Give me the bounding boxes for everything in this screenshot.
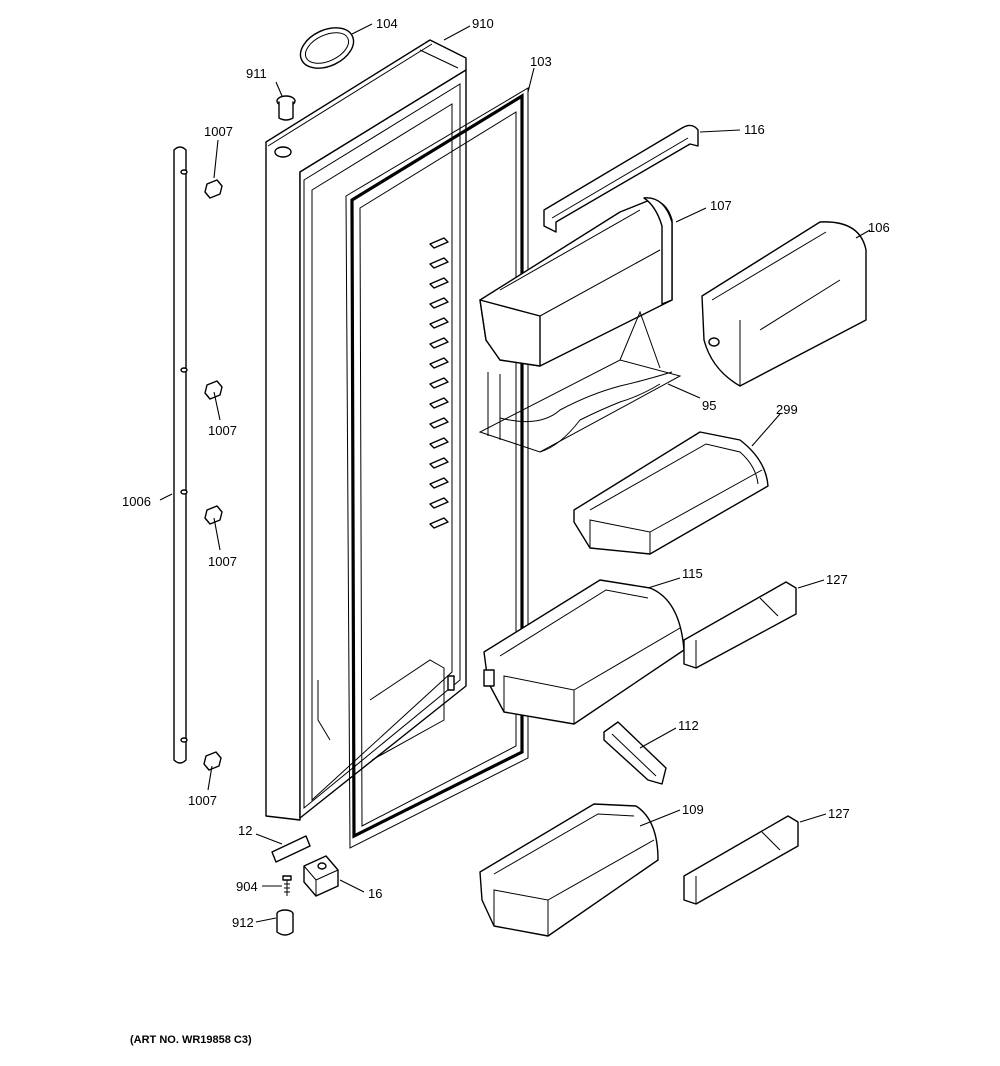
- part-116-rail: [543, 124, 699, 233]
- callout-107: 107: [710, 198, 732, 213]
- door-liner-ribs: [317, 237, 455, 761]
- callout-127-lower: 127: [828, 806, 850, 821]
- callout-115: 115: [682, 566, 703, 581]
- callout-106: 106: [868, 220, 890, 235]
- callout-95: 95: [702, 398, 716, 413]
- callout-1007-top: 1007: [204, 124, 233, 139]
- part-106-cover: [701, 221, 867, 387]
- callout-103: 103: [530, 54, 552, 69]
- part-109-bottom-bin: [479, 803, 659, 937]
- part-115-deep-bin: [483, 579, 685, 725]
- callout-116: 116: [744, 122, 765, 137]
- part-911-bushing: [276, 95, 296, 121]
- callout-1006: 1006: [122, 494, 151, 509]
- callout-12: 12: [238, 823, 252, 838]
- part-104-ring: [299, 27, 355, 69]
- part-127-fronts: [683, 581, 799, 905]
- callout-127-upper: 127: [826, 572, 848, 587]
- art-number-caption: (ART NO. WR19858 C3): [130, 1034, 252, 1046]
- callout-1007-bottom: 1007: [188, 793, 217, 808]
- part-103-door-gasket: [345, 87, 529, 849]
- part-912-bushing: [276, 909, 294, 936]
- callout-109: 109: [682, 802, 704, 817]
- part-107-dairy-bin: [479, 197, 673, 367]
- part-1006-handle: [173, 146, 188, 764]
- callout-labels: 104 910 911 103 116 1007 107 106 95 299 …: [122, 16, 890, 930]
- part-299-bin: [573, 431, 769, 555]
- callout-16: 16: [368, 886, 382, 901]
- part-16-hinge: [303, 855, 339, 897]
- part-112-divider: [603, 721, 667, 785]
- callout-912: 912: [232, 915, 254, 930]
- callout-911: 911: [246, 66, 267, 81]
- callout-299: 299: [776, 402, 798, 417]
- callout-1007-upper-mid: 1007: [208, 423, 237, 438]
- part-1007-clips: [203, 179, 223, 771]
- part-95-wire-rack: [478, 310, 682, 453]
- leader-lines: [159, 23, 871, 923]
- callout-112: 112: [678, 718, 699, 733]
- callout-104: 104: [376, 16, 398, 31]
- part-910-door-shell: [265, 39, 467, 821]
- part-904-screw: [282, 875, 292, 896]
- callout-1007-lower-mid: 1007: [208, 554, 237, 569]
- part-12-plate: [271, 835, 311, 863]
- callout-904: 904: [236, 879, 258, 894]
- callout-910: 910: [472, 16, 494, 31]
